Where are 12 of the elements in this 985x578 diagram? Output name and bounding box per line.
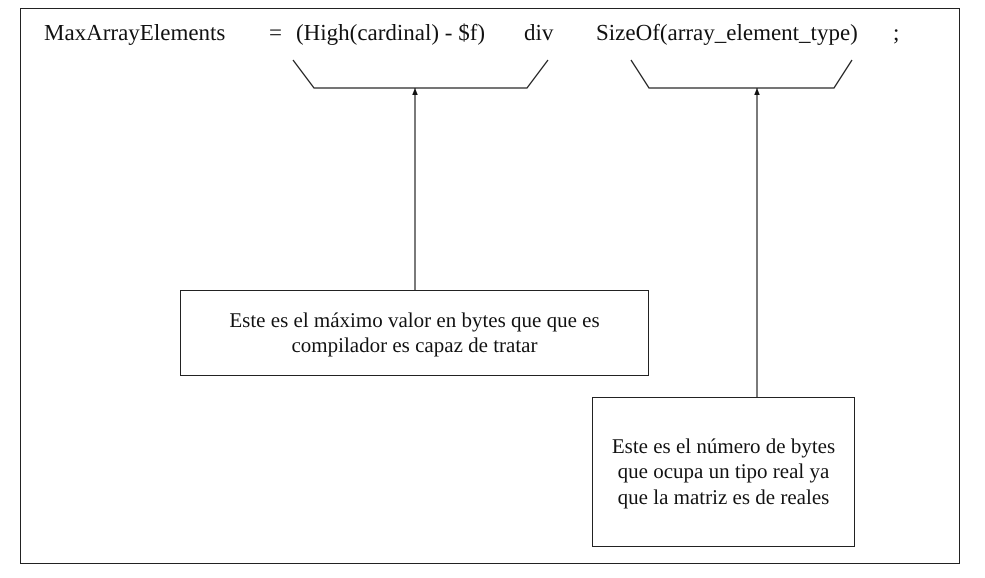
annotation-box: Este es el número de bytes que ocupa un tipo real ya que la matriz es de reales bbox=[592, 397, 855, 547]
formula-term: SizeOf(array_element_type) bbox=[596, 20, 858, 46]
leader-arrow bbox=[412, 88, 418, 290]
underbrace bbox=[631, 60, 852, 88]
annotation-box: Este es el máximo valor en bytes que que es compilador es capaz de tratar bbox=[180, 290, 649, 376]
formula-term: ; bbox=[893, 20, 900, 46]
leader-arrow bbox=[754, 88, 760, 397]
formula-term: (High(cardinal) - $f) bbox=[296, 20, 486, 46]
formula-term: div bbox=[524, 20, 554, 46]
underbrace bbox=[293, 60, 548, 88]
formula-term: MaxArrayElements bbox=[44, 20, 226, 46]
formula-term: = bbox=[269, 20, 282, 46]
